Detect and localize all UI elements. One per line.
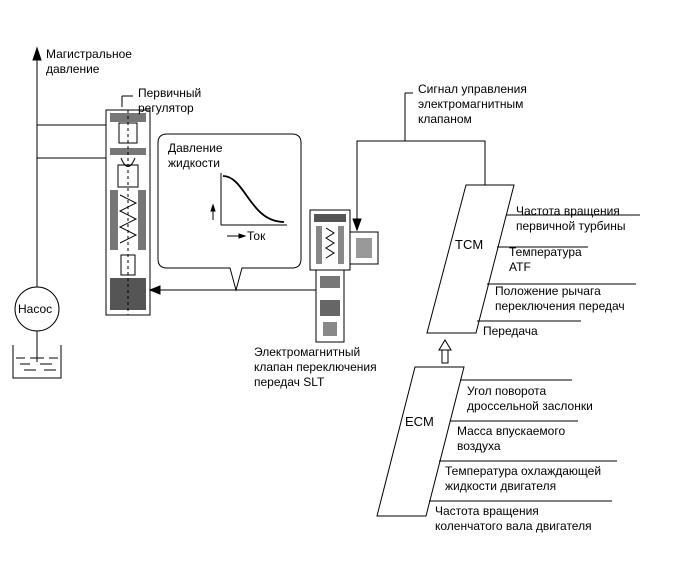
tcm-input-atf-temperature: Температура ATF	[509, 245, 582, 274]
pressure-graph	[210, 173, 287, 239]
fluid-pressure-label: Давление жидкости	[168, 141, 223, 170]
slt-solenoid-label: Электромагнитный клапан переключения пер…	[254, 345, 377, 389]
ecm-input-throttle-angle: Угол поворота дроссельной заслонки	[467, 384, 593, 413]
tcm-label: TCM	[455, 237, 484, 252]
line-pressure-label: Магистральное давление	[46, 47, 132, 76]
ecm-input-crankshaft-speed: Частота вращения коленчатого вала двигат…	[435, 504, 592, 533]
tcm-block	[426, 184, 515, 334]
ecm-tcm-link-arrow	[438, 339, 452, 364]
ecm-label: ECM	[405, 414, 434, 429]
tcm-input-gear: Передача	[483, 324, 538, 338]
ecm-input-coolant-temperature: Температура охлаждающей жидкости двигате…	[445, 464, 602, 493]
slt-solenoid-valve	[309, 209, 379, 343]
solenoid-signal-line	[352, 92, 486, 232]
solenoid-signal-label: Сигнал управления электромагнитным клапа…	[418, 82, 527, 126]
primary-regulator-valve	[105, 95, 151, 316]
signal-pressure-line	[148, 285, 319, 295]
primary-regulator-label: Первичный регулятор	[138, 86, 202, 115]
ecm-input-lines	[429, 379, 617, 502]
ecm-block	[376, 366, 465, 517]
ecm-input-intake-air-mass: Масса впускаемого воздуха	[457, 424, 566, 453]
pressure-callout	[157, 133, 302, 292]
tcm-input-lines	[477, 214, 640, 322]
pump-label: Насос	[18, 302, 53, 316]
current-label: Ток	[247, 229, 266, 243]
pump	[14, 286, 60, 362]
tcm-input-shift-lever-position: Положение рычага переключения передач	[495, 284, 625, 313]
line-pressure-line	[32, 46, 106, 290]
oil-reservoir	[12, 345, 62, 379]
tcm-input-turbine-speed: Частота вращения первичной турбины	[516, 204, 626, 233]
